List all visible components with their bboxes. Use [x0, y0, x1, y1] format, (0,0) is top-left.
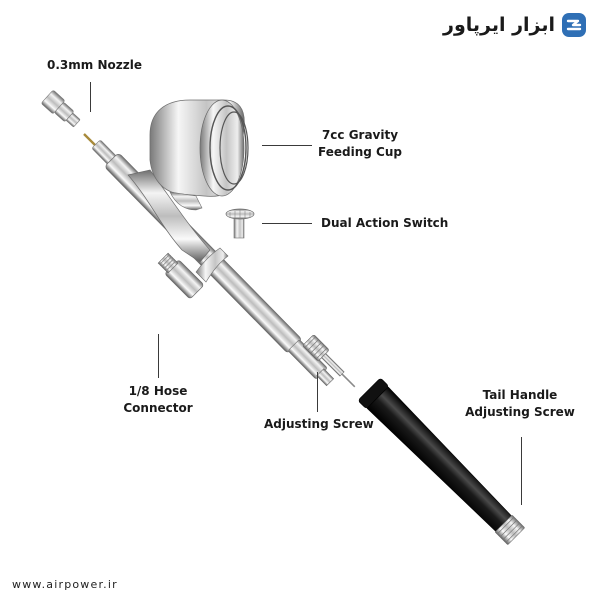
leader-line-nozzle — [90, 82, 91, 112]
website-url[interactable]: www.airpower.ir — [12, 578, 118, 591]
tail-handle — [358, 378, 525, 545]
brand-logo: ابزار ایرپاور — [443, 10, 587, 40]
leader-line-hose — [158, 334, 159, 378]
label-adjusting-screw: Adjusting Screw — [264, 417, 374, 431]
label-tail-line2: Adjusting Screw — [465, 405, 575, 419]
label-hose: 1/8 Hose Connector — [120, 383, 196, 417]
lower-body — [127, 169, 211, 263]
leader-line-switch — [262, 223, 312, 224]
label-hose-line1: 1/8 Hose — [128, 384, 188, 398]
label-tail-handle: Tail Handle Adjusting Screw — [462, 387, 578, 421]
label-cup-line1: 7cc Gravity — [321, 128, 399, 142]
hose-connector — [157, 252, 204, 299]
leader-line-adjusting — [317, 372, 318, 412]
label-cup: 7cc Gravity Feeding Cup — [318, 127, 402, 161]
leader-line-cup — [262, 145, 312, 146]
label-cup-line2: Feeding Cup — [318, 145, 402, 159]
label-tail-line1: Tail Handle — [482, 388, 558, 402]
adjusting-screw — [302, 334, 356, 388]
gravity-cup — [149, 99, 249, 211]
trigger-button — [225, 208, 255, 239]
label-switch: Dual Action Switch — [321, 216, 449, 230]
label-nozzle: 0.3mm Nozzle — [47, 58, 142, 72]
airpower-logo-icon — [562, 13, 587, 37]
leader-line-tail — [521, 437, 522, 505]
brand-name: ابزار ایرپاور — [443, 14, 556, 36]
nozzle-cap — [41, 90, 81, 127]
label-hose-line2: Connector — [123, 401, 193, 415]
